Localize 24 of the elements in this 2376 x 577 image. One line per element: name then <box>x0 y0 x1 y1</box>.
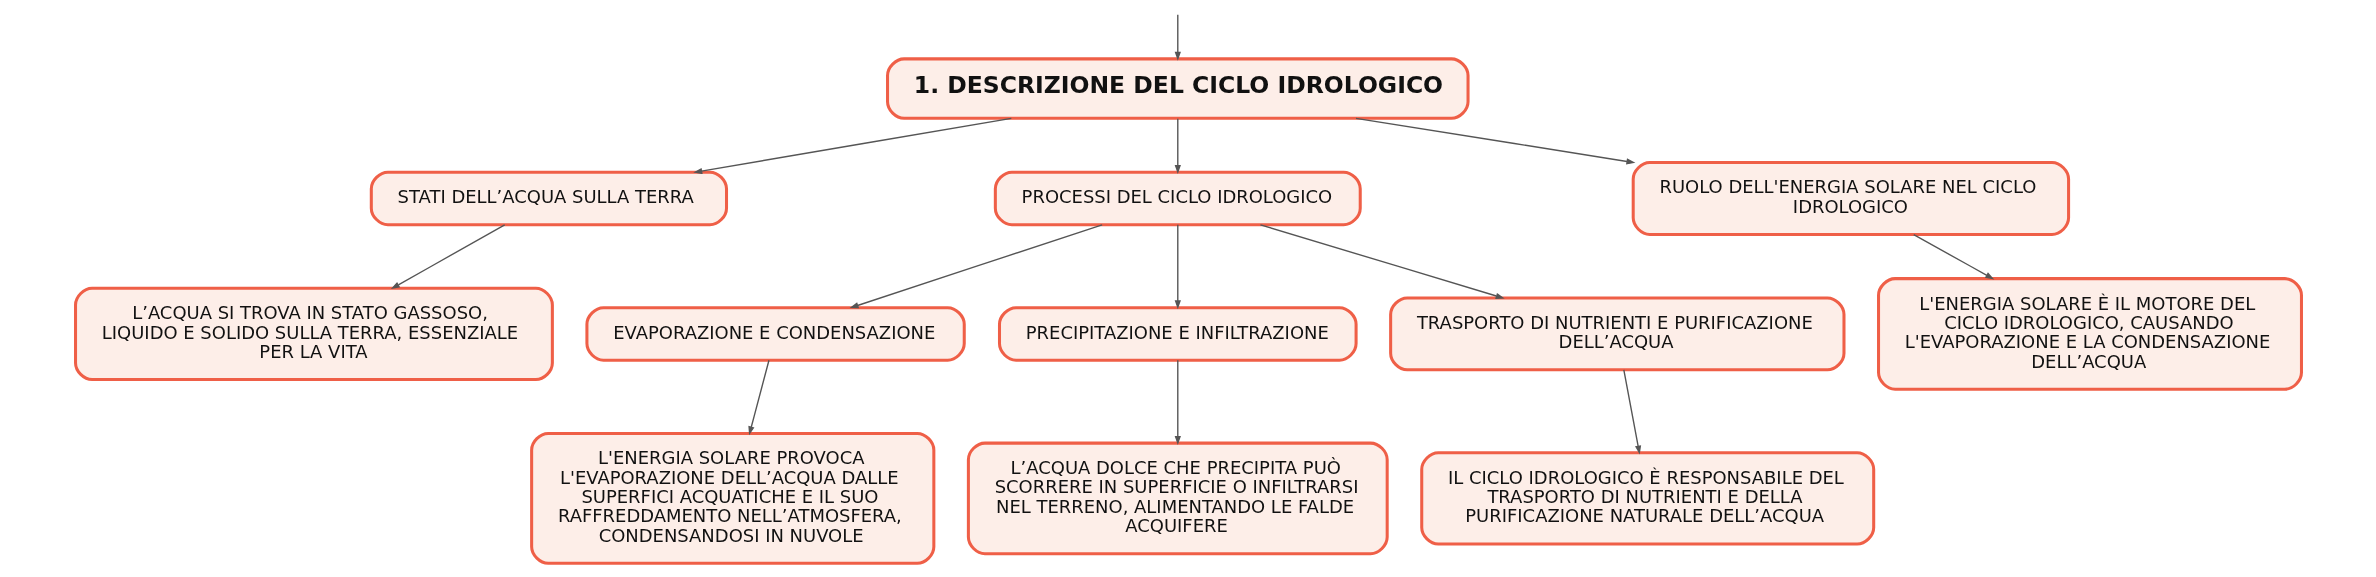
node-box: PRECIPITAZIONE E INFILTRAZIONE <box>997 306 1358 362</box>
arrow <box>1622 369 1641 455</box>
arrow <box>390 224 505 290</box>
arrow <box>1259 224 1505 299</box>
node-box: STATI DELL’ACQUA SULLA TERRA <box>369 170 728 227</box>
arrow <box>1354 117 1635 165</box>
arrow <box>1174 14 1181 61</box>
node-box: TRASPORTO DI NUTRIENTI E PURIFICAZIONE DELL’ACQUA <box>1388 296 1845 372</box>
node-box: L'ENERGIA SOLARE È IL MOTORE DEL CICLO IDROLOGICO, CAUSANDO L'EVAPORAZIONE E LA CONDENSAZIONE DELL’ACQUA <box>1876 277 2303 391</box>
arrow <box>1174 224 1181 310</box>
node-box: PROCESSI DEL CICLO IDROLOGICO <box>993 170 1362 227</box>
node-box: RUOLO DELL'ENERGIA SOLARE NEL CICLO IDROLOGICO <box>1631 161 2070 236</box>
arrow <box>1174 118 1181 175</box>
arrow <box>747 359 770 436</box>
node-box: L'ENERGIA SOLARE PROVOCA L'EVAPORAZIONE DELL’ACQUA DALLE SUPERFICI ACQUATICHE E IL SUO RAFFREDDAMENTO NELL’ATMOSFERA, CONDENSANDOSI IN NUVOLE <box>529 431 935 565</box>
node-box: L’ACQUA DOLCE CHE PRECIPITA PUÒ SCORRERE IN SUPERFICIE O INFILTRARSI NEL TERRENO, ALIMENTANDO LE FALDE ACQUIFERE <box>966 441 1389 556</box>
arrow <box>1174 359 1181 446</box>
node-box: IL CICLO IDROLOGICO È RESPONSABILE DEL TRASPORTO DI NUTRIENTI E DELLA PURIFICAZIONE NATURALE DELL’ACQUA <box>1419 451 1875 546</box>
arrow <box>692 117 1012 175</box>
arrow <box>1912 234 1994 280</box>
arrow <box>849 224 1103 309</box>
node-box: L’ACQUA SI TROVA IN STATO GASSOSO, LIQUIDO E SOLIDO SULLA TERRA, ESSENZIALE PER LA VITA <box>73 286 554 382</box>
node-box: 1. DESCRIZIONE DEL CICLO IDROLOGICO <box>885 57 1470 120</box>
node-box: EVAPORAZIONE E CONDENSAZIONE <box>584 306 966 362</box>
